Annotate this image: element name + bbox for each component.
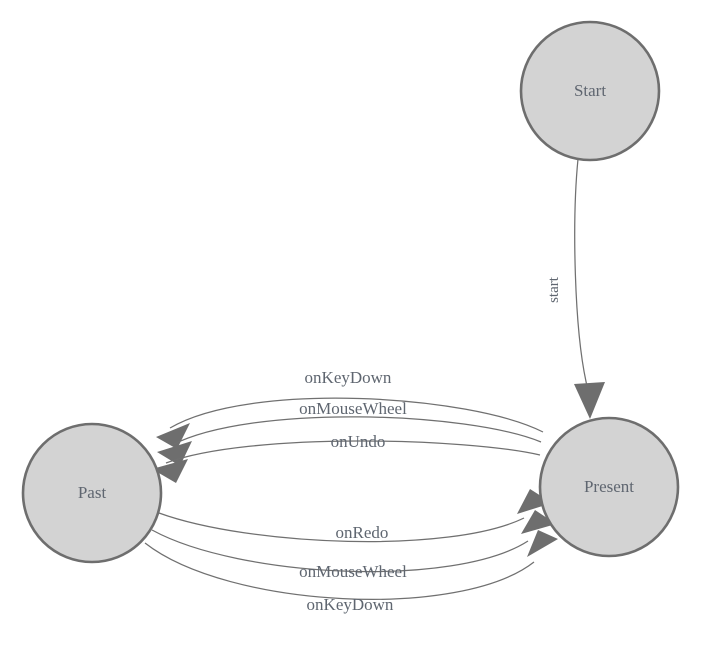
edge-label-past-to-present-2: onMouseWheel — [299, 562, 407, 581]
edge-past-to-present-onkeydown[interactable]: onKeyDown — [144, 530, 558, 614]
node-present-label: Present — [584, 477, 634, 496]
edge-label-present-to-past-1: onKeyDown — [305, 368, 392, 387]
edge-present-to-past-onundo[interactable]: onUndo — [152, 432, 541, 483]
edge-start-to-present[interactable]: start — [546, 158, 605, 419]
node-past-label: Past — [78, 483, 107, 502]
edge-label-past-to-present-1: onRedo — [336, 523, 389, 542]
edge-path-past-to-present-1 — [158, 512, 525, 543]
node-present-circle — [538, 416, 680, 558]
node-start-circle — [519, 20, 661, 162]
edge-label-start: start — [546, 276, 562, 303]
edge-present-to-past-onkeydown[interactable]: onKeyDown — [156, 368, 544, 449]
arrowhead-present-to-past-3 — [152, 459, 188, 483]
arrowhead-past-to-present-1 — [517, 489, 552, 514]
node-present[interactable]: Present — [538, 416, 680, 558]
edge-path-past-to-present-3 — [144, 542, 535, 600]
arrowhead-past-to-present-3 — [527, 530, 558, 557]
edge-path-past-to-present-2 — [151, 529, 529, 573]
edge-past-to-present-onmousewheel[interactable]: onMouseWheel — [151, 510, 556, 581]
edge-path-present-to-past-1 — [169, 397, 544, 433]
node-past-circle — [21, 422, 163, 564]
edge-present-to-past-onmousewheel[interactable]: onMouseWheel — [157, 399, 542, 466]
edge-label-present-to-past-3: onUndo — [331, 432, 386, 451]
edge-path-present-to-past-3 — [165, 440, 541, 464]
arrowhead-past-to-present-2 — [521, 510, 556, 534]
node-start[interactable]: Start — [519, 20, 661, 162]
node-past[interactable]: Past — [21, 422, 163, 564]
edge-path-present-to-past-2 — [171, 416, 542, 446]
arrowhead-present-to-past-1 — [156, 423, 190, 449]
edge-past-to-present-onredo[interactable]: onRedo — [158, 489, 552, 543]
arrowhead-present-to-past-2 — [157, 441, 192, 466]
arrowhead-start-to-present — [574, 382, 605, 419]
node-start-label: Start — [574, 81, 606, 100]
edge-path-start-to-present — [574, 158, 588, 387]
edge-label-present-to-past-2: onMouseWheel — [299, 399, 407, 418]
edge-label-past-to-present-3: onKeyDown — [307, 595, 394, 614]
